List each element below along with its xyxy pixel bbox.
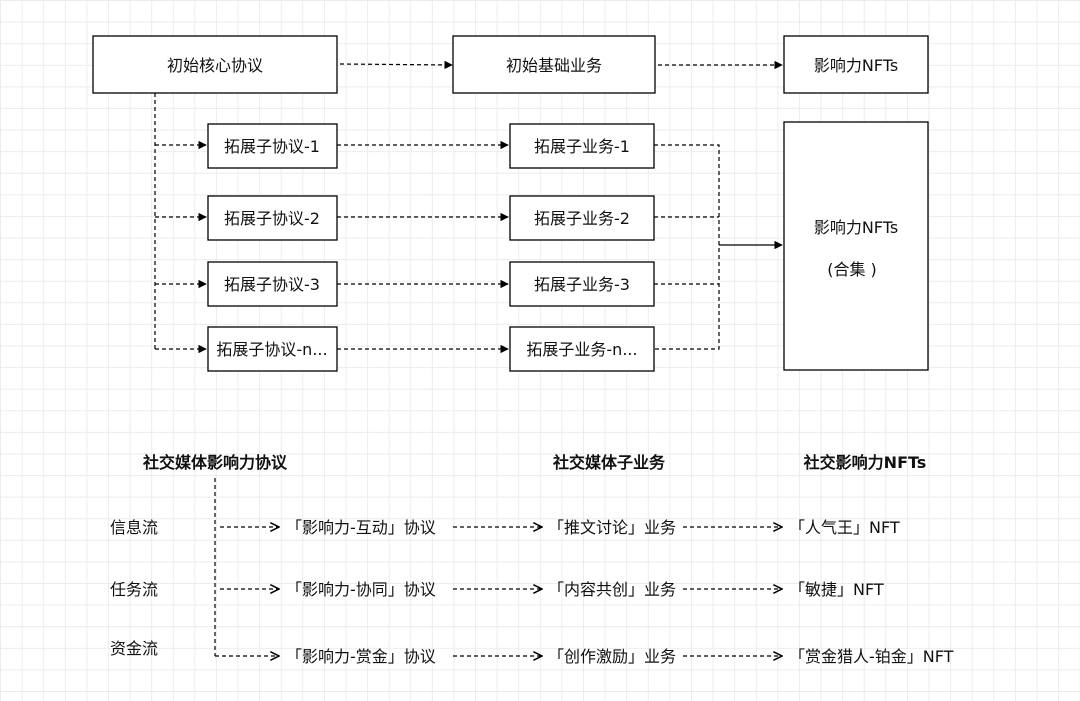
flow-business: 「创作激励」业务	[548, 647, 676, 666]
sub-protocol-label: 拓展子协议-n...	[216, 340, 327, 359]
flow-nft: 「敏捷」NFT	[789, 580, 884, 599]
sub-protocol-node: 拓展子协议-3	[207, 261, 338, 307]
sub-business-label: 拓展子业务-2	[534, 209, 630, 228]
sub-business-node: 拓展子业务-3	[509, 261, 655, 307]
sub-protocol-label: 拓展子协议-2	[224, 209, 320, 228]
flow-business: 「推文讨论」业务	[548, 518, 676, 537]
sub-business-label: 拓展子业务-1	[534, 137, 630, 156]
flow-name: 任务流	[110, 580, 158, 599]
sub-protocol-label: 拓展子协议-1	[224, 137, 320, 156]
flow-name: 资金流	[110, 639, 158, 658]
flow-protocol: 「影响力-互动」协议	[286, 518, 436, 537]
sub-business-node: 拓展子业务-2	[509, 195, 655, 241]
collection-title: 影响力NFTs	[814, 218, 898, 237]
flow-protocol: 「影响力-协同」协议	[286, 580, 436, 599]
core-to-base-arrow	[339, 60, 453, 70]
flow-nft: 「赏金猎人-铂金」NFT	[789, 647, 954, 666]
sub-business-node: 拓展子业务-1	[509, 123, 655, 169]
collection-subtitle: (合集 )	[827, 260, 877, 279]
column-header: 社交影响力NFTs	[803, 453, 927, 472]
nfts-node: 影响力NFTs	[783, 35, 929, 94]
sub-protocol-label: 拓展子协议-3	[224, 275, 320, 294]
flow-name: 信息流	[110, 518, 158, 537]
sub-protocol-node: 拓展子协议-n...	[207, 326, 338, 372]
sub-protocol-node: 拓展子协议-2	[207, 195, 338, 241]
nfts-label: 影响力NFTs	[814, 56, 898, 75]
sub-business-label: 拓展子业务-n...	[526, 340, 637, 359]
flow-nft: 「人气王」NFT	[789, 518, 900, 537]
sub-business-node: 拓展子业务-n...	[509, 326, 655, 372]
nfts-collection-node: 影响力NFTs (合集 )	[783, 121, 929, 371]
business-merge-bracket	[654, 144, 720, 350]
core-protocol-node: 初始核心协议	[92, 35, 338, 94]
column-header: 社交媒体影响力协议	[142, 453, 288, 472]
sub-business-label: 拓展子业务-3	[534, 275, 630, 294]
base-business-label: 初始基础业务	[506, 56, 602, 75]
flow-protocol: 「影响力-赏金」协议	[286, 647, 436, 666]
column-header: 社交媒体子业务	[552, 453, 666, 472]
base-business-node: 初始基础业务	[452, 35, 656, 94]
flow-business: 「内容共创」业务	[548, 580, 676, 599]
core-protocol-label: 初始核心协议	[167, 56, 263, 75]
sub-protocol-node: 拓展子协议-1	[207, 123, 338, 169]
